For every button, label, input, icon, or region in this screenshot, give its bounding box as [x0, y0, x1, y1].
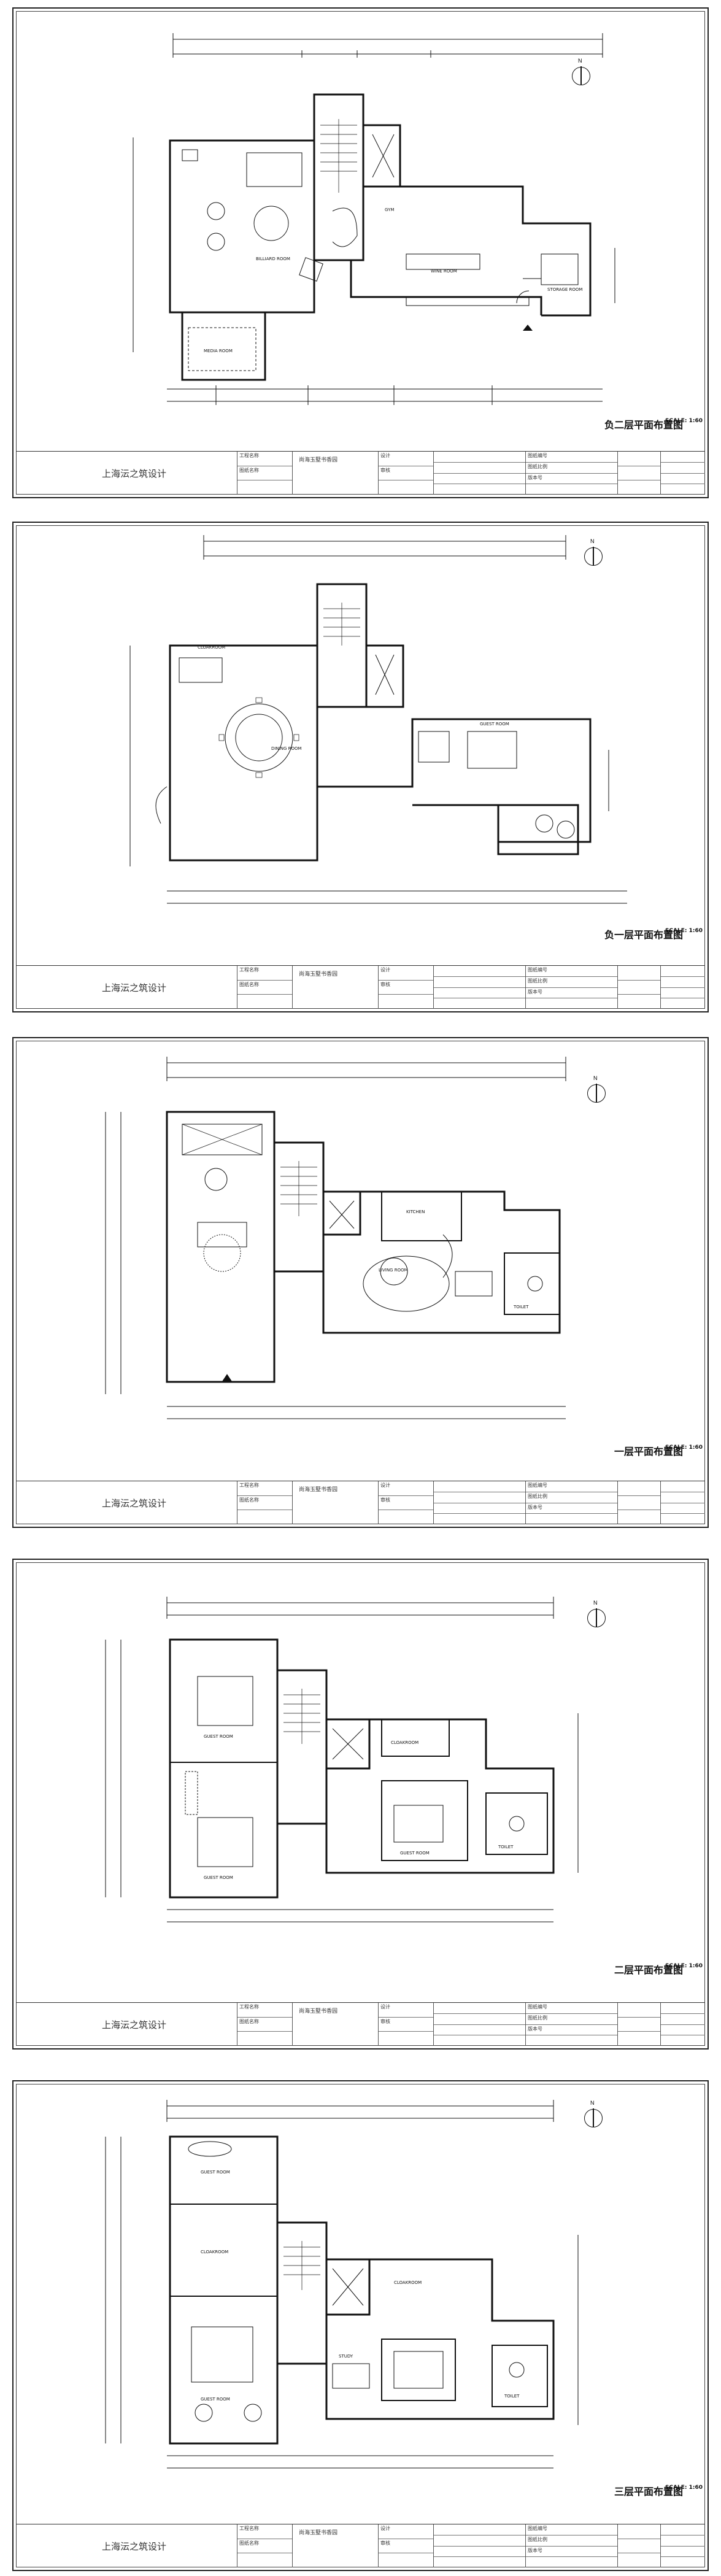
project-name: 尚海玉墅书香园 — [292, 2524, 378, 2567]
floor-plan-b1: DINING ROOM GUEST ROOM CLOAKROOM — [13, 523, 704, 940]
floor-plan-b2: BILLIARD ROOM WINE ROOM STORAGE ROOM GYM… — [13, 9, 704, 426]
project-name: 尚海玉墅书香园 — [292, 966, 378, 1009]
room-label: WINE ROOM — [431, 269, 457, 274]
north-arrow-icon: N — [572, 58, 590, 85]
room-label: STORAGE ROOM — [547, 287, 582, 292]
north-arrow-icon: N — [587, 1600, 606, 1627]
room-label: KITCHEN — [406, 1209, 425, 1214]
drawing-sheet-b2: BILLIARD ROOM WINE ROOM STORAGE ROOM GYM… — [12, 7, 709, 498]
room-label: GUEST ROOM — [480, 722, 509, 727]
project-name: 尚海玉墅书香园 — [292, 2003, 378, 2046]
company-name: 上海沄之筑设计 — [102, 468, 167, 479]
room-label: GUEST ROOM — [400, 1851, 430, 1856]
room-label: TOILET — [498, 1845, 514, 1849]
room-label: BILLIARD ROOM — [256, 256, 290, 261]
svg-text:GYM: GYM — [385, 207, 394, 212]
floor-plan-f1: LIVING ROOM KITCHEN TOILET — [13, 1038, 704, 1456]
title-block: 上海沄之筑设计 工程名称图纸名称 尚海玉墅书香园 设计审核 图纸编号图纸比例版本… — [16, 1481, 705, 1524]
room-label: CLOAKROOM — [394, 2280, 422, 2285]
room-label: GUEST ROOM — [204, 1875, 233, 1880]
room-label: MEDIA ROOM — [204, 349, 233, 353]
title-block: 上海沄之筑设计 工程名称图纸名称 尚海玉墅书香园 设计审核 图纸编号图纸比例版本… — [16, 2002, 705, 2046]
floor-plan-f3: GUEST ROOM CLOAKROOM CLOAKROOM GUEST ROO… — [13, 2081, 704, 2499]
room-label: TOILET — [504, 2394, 520, 2399]
company-name: 上海沄之筑设计 — [102, 2019, 167, 2030]
room-label: GUEST ROOM — [201, 2170, 230, 2175]
north-arrow-icon: N — [584, 2100, 603, 2127]
floor-plan-f2: GUEST ROOM GUEST ROOM CLOAKROOM GUEST RO… — [13, 1560, 704, 1977]
room-label: GUEST ROOM — [204, 1734, 233, 1739]
drawing-sheet-f3: GUEST ROOM CLOAKROOM CLOAKROOM GUEST ROO… — [12, 2080, 709, 2571]
room-label: CLOAKROOM — [201, 2250, 228, 2254]
room-label: CLOAKROOM — [391, 1740, 418, 1745]
company-name: 上海沄之筑设计 — [102, 2540, 167, 2552]
drawing-sheet-b1: DINING ROOM GUEST ROOM CLOAKROOM N 负一层平面… — [12, 522, 709, 1012]
room-label: CLOAKROOM — [198, 645, 225, 650]
room-label: DINING ROOM — [271, 746, 302, 751]
north-arrow-icon: N — [587, 1075, 606, 1103]
north-arrow-icon: N — [584, 538, 603, 566]
room-label: STUDY — [339, 2354, 353, 2359]
project-name: 尚海玉墅书香园 — [292, 452, 378, 495]
title-block: 上海沄之筑设计 工程名称图纸名称 尚海玉墅书香园 设计审核 图纸编号图纸比例版本… — [16, 965, 705, 1009]
title-block: 上海沄之筑设计 工程名称图纸名称 尚海玉墅书香园 设计审核 图纸编号图纸比例版本… — [16, 2524, 705, 2567]
room-label: LIVING ROOM — [379, 1268, 408, 1273]
title-block: 上海沄之筑设计 工程名称图纸名称 尚海玉墅书香园 设计审核 图纸编号图纸比例版本… — [16, 451, 705, 495]
room-label: GUEST ROOM — [201, 2397, 230, 2402]
room-label: TOILET — [513, 1305, 529, 1309]
company-name: 上海沄之筑设计 — [102, 1497, 167, 1509]
project-name: 尚海玉墅书香园 — [292, 1481, 378, 1524]
drawing-sheet-f2: GUEST ROOM GUEST ROOM CLOAKROOM GUEST RO… — [12, 1559, 709, 2050]
company-name: 上海沄之筑设计 — [102, 982, 167, 993]
